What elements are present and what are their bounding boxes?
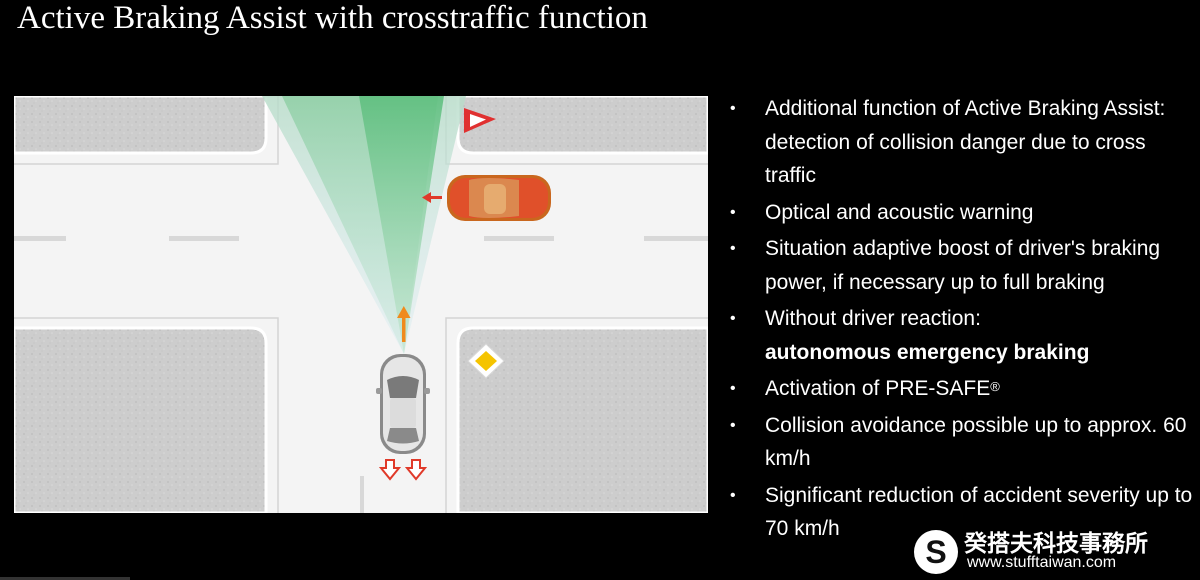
bullet-item: • Additional function of Active Braking … xyxy=(730,92,1195,193)
bottom-progress-strip xyxy=(0,577,130,580)
bullet-dot-icon: • xyxy=(730,416,736,434)
feature-bullet-list: • Additional function of Active Braking … xyxy=(730,92,1195,549)
bullet-dot-icon: • xyxy=(730,486,736,504)
bullet-dot-icon: • xyxy=(730,203,736,221)
bullet-dot-icon: • xyxy=(730,310,736,327)
ego-car xyxy=(376,354,430,454)
crossing-car xyxy=(447,175,551,221)
bullet-dot-icon: • xyxy=(730,380,736,397)
radar-cone-narrow xyxy=(359,96,444,354)
sidewalk-bottom-left xyxy=(14,326,268,513)
watermark-logo-icon: S xyxy=(914,530,958,574)
bullet-text: Optical and acoustic warning xyxy=(765,200,1034,224)
bullet-item: • Collision avoidance possible up to app… xyxy=(730,409,1195,476)
priority-diamond-icon xyxy=(467,343,505,379)
sidewalk-top-left xyxy=(14,96,268,155)
bullet-item: • Significant reduction of accident seve… xyxy=(730,479,1195,546)
registered-mark: ® xyxy=(990,379,1000,394)
yield-triangle-icon xyxy=(464,108,496,133)
bullet-item: • Situation adaptive boost of driver's b… xyxy=(730,232,1195,299)
sidewalk-top-right xyxy=(456,96,708,155)
sidewalk-bottom-right xyxy=(456,326,708,513)
bullet-bold-text: autonomous emergency braking xyxy=(765,340,1090,364)
bullet-text: Without driver reaction: xyxy=(765,307,981,330)
lane-markings xyxy=(14,236,708,513)
cross-traffic-arrow xyxy=(422,192,442,203)
bullet-item: • Without driver reaction: autonomous em… xyxy=(730,302,1195,369)
slide-title: Active Braking Assist with crosstraffic … xyxy=(17,0,648,36)
watermark: S 癸搭夫科技事務所 www.stufftaiwan.com xyxy=(912,518,1197,578)
bullet-text: Collision avoidance possible up to appro… xyxy=(765,413,1187,471)
forward-arrow xyxy=(397,306,411,342)
bullet-dot-icon: • xyxy=(730,240,736,257)
intersection-illustration xyxy=(14,96,708,513)
bullet-text: Activation of PRE-SAFE xyxy=(765,377,991,400)
bullet-text: Additional function of Active Braking As… xyxy=(765,97,1166,187)
bullet-text: Significant reduction of accident severi… xyxy=(765,483,1193,541)
bullet-item: • Activation of PRE-SAFE® xyxy=(730,372,1195,406)
watermark-url: www.stufftaiwan.com xyxy=(967,554,1117,571)
bullet-text: Situation adaptive boost of driver's bra… xyxy=(765,237,1161,294)
brake-arrows xyxy=(378,459,428,481)
watermark-name: 癸搭夫科技事務所 xyxy=(964,531,1148,557)
bullet-item: • Optical and acoustic warning xyxy=(730,196,1195,230)
bullet-dot-icon: • xyxy=(730,100,736,117)
